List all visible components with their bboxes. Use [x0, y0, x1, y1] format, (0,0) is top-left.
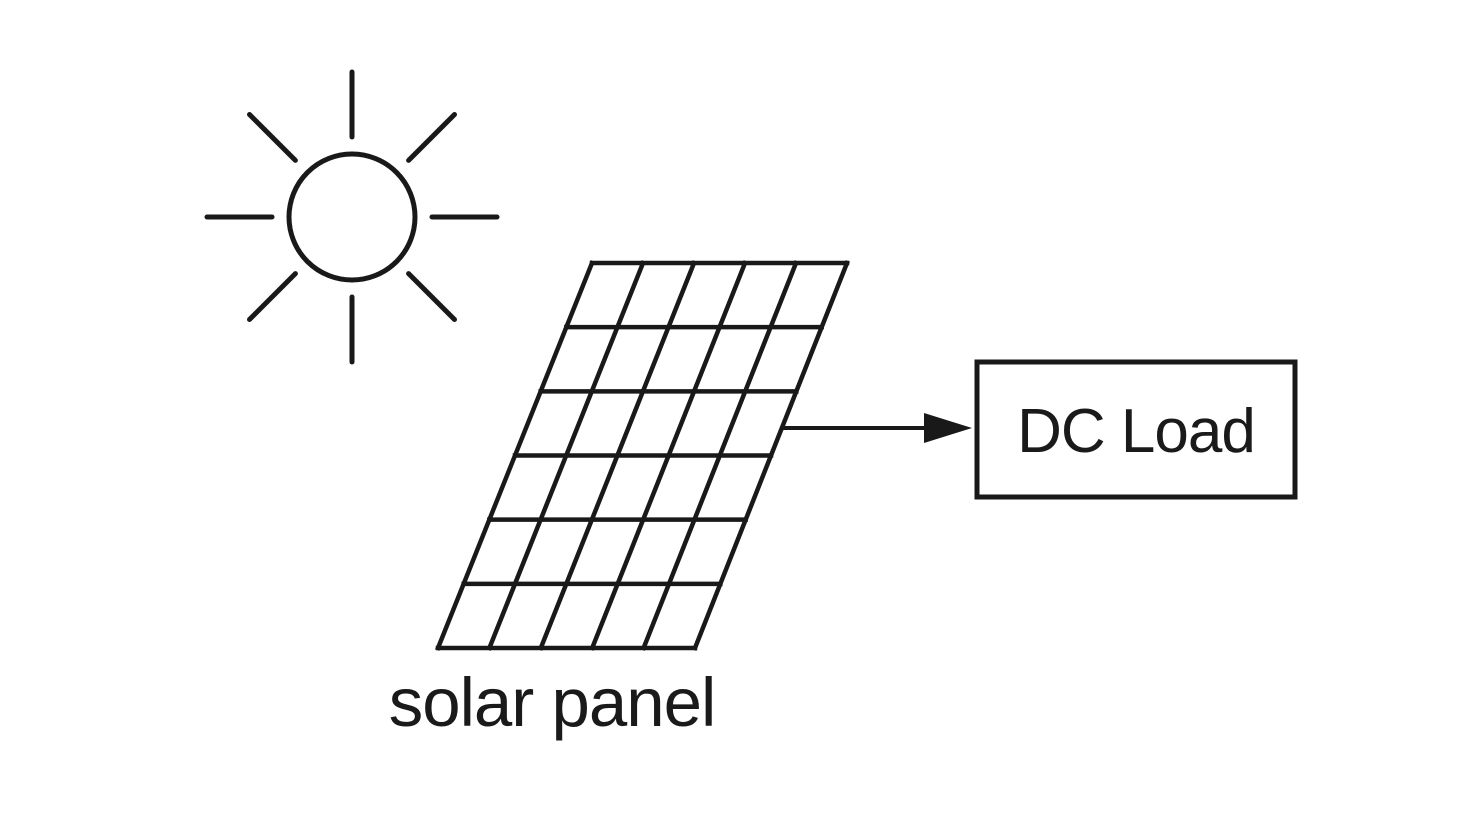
sun-icon [204, 69, 500, 365]
solar-panel-grid [435, 260, 850, 651]
dc-load-box [974, 359, 1298, 500]
sun-circle [286, 151, 418, 283]
dc-arrow [782, 413, 972, 443]
arrow-head-icon [924, 413, 972, 443]
sun-ray-nw [247, 112, 298, 163]
sun-ray-sw [247, 271, 298, 322]
sun-ray-ne [406, 112, 457, 163]
solar-panel-label: solar panel [389, 664, 716, 741]
dc-load-label: DC Load [1017, 397, 1255, 466]
sun-ray-se [406, 271, 457, 322]
